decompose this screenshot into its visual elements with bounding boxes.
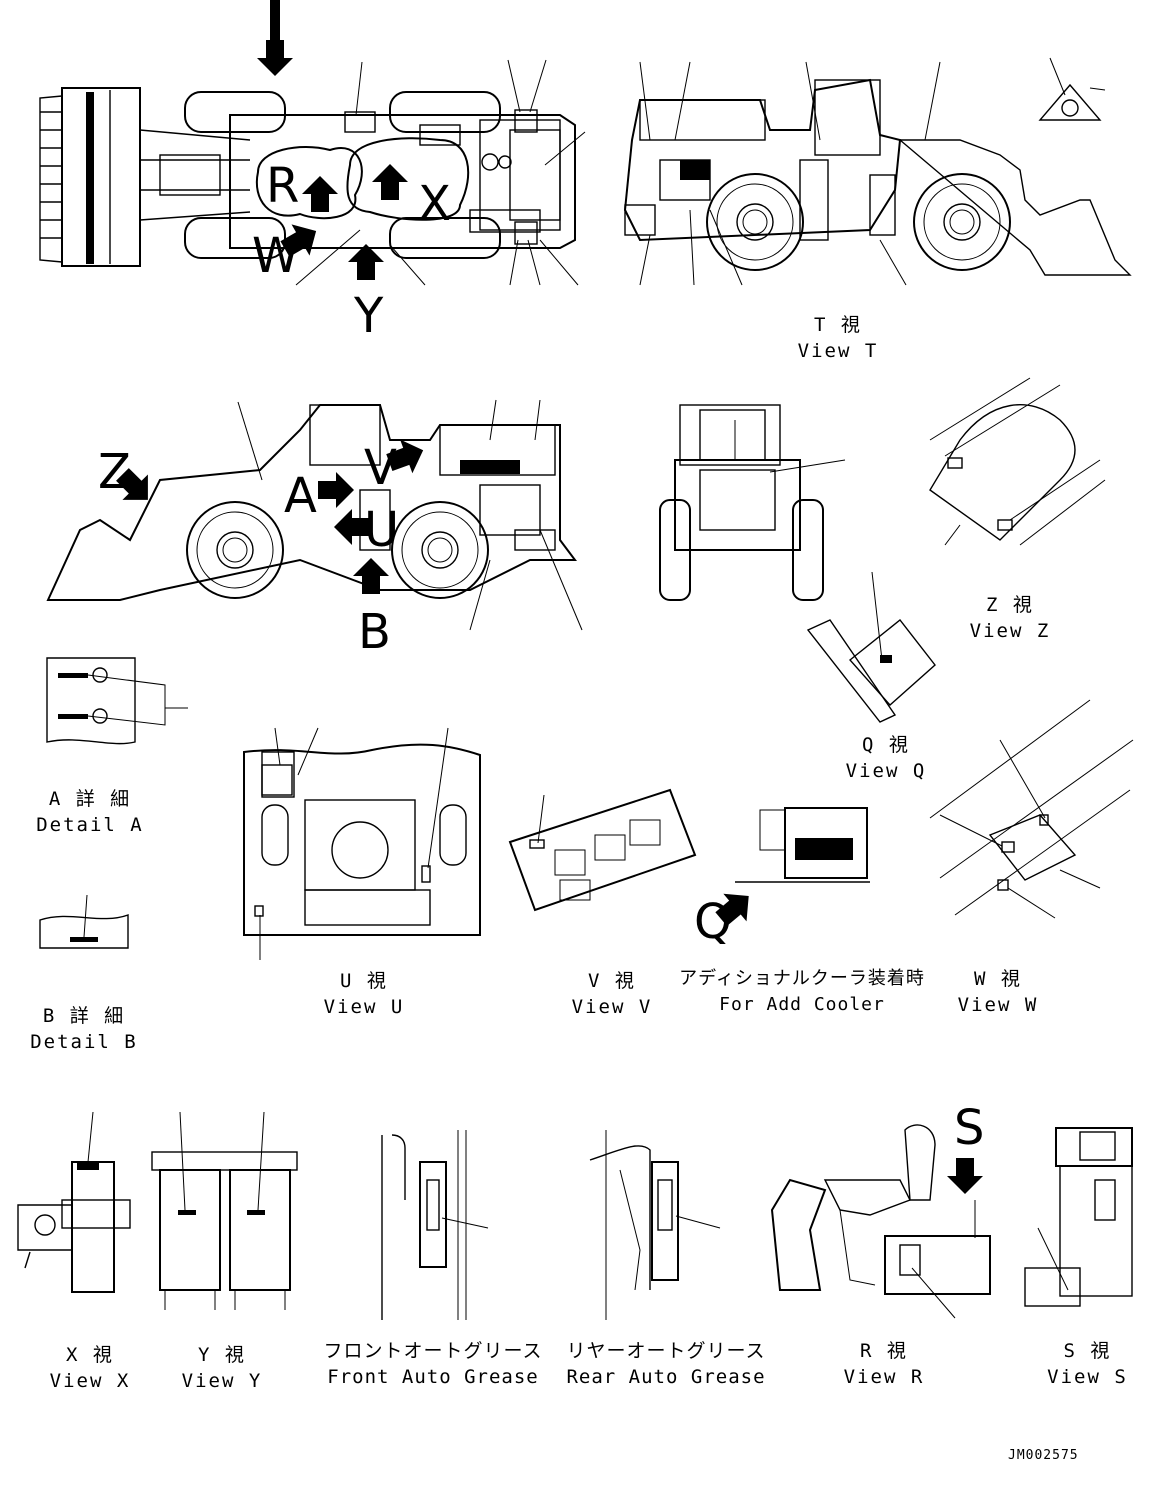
label-v: V bbox=[364, 440, 397, 496]
view-u-drawing bbox=[243, 727, 481, 960]
caption-jp: リヤーオートグリース bbox=[566, 1340, 766, 1362]
caption-en: View X bbox=[49, 1370, 131, 1392]
caption-en: For Add Cooler bbox=[719, 994, 885, 1015]
caption-en: View S bbox=[1047, 1366, 1128, 1388]
arrow-a-icon bbox=[318, 472, 354, 508]
caption-en: View U bbox=[323, 996, 405, 1018]
caption-jp: A 詳 細 bbox=[48, 788, 132, 810]
caption-en: View T bbox=[797, 340, 879, 362]
caption-en: Detail A bbox=[36, 814, 144, 836]
caption-jp: X 視 bbox=[66, 1344, 114, 1366]
caption-en: Front Auto Grease bbox=[327, 1366, 539, 1388]
caption-jp: W 視 bbox=[974, 968, 1022, 990]
caption-detail-a: A 詳 細 Detail A bbox=[30, 786, 150, 838]
caption-detail-b: B 詳 細 Detail B bbox=[24, 1003, 144, 1055]
view-y-drawing bbox=[151, 1111, 298, 1310]
caption-view-u: U 視 View U bbox=[304, 968, 424, 1020]
caption-front-grease: フロントオートグリース Front Auto Grease bbox=[318, 1338, 548, 1390]
label-b: B bbox=[358, 604, 391, 660]
arrow-y-icon bbox=[348, 244, 384, 280]
view-x-drawing bbox=[17, 1111, 131, 1293]
caption-jp: Y 視 bbox=[198, 1344, 246, 1366]
caption-en: View Z bbox=[969, 620, 1051, 642]
arrow-x-icon bbox=[372, 164, 408, 200]
caption-en: Detail B bbox=[30, 1031, 138, 1053]
plan-view-drawing bbox=[39, 0, 586, 286]
caption-jp: U 視 bbox=[340, 970, 388, 992]
front-grease-drawing bbox=[381, 1130, 489, 1320]
caption-jp: フロントオートグリース bbox=[323, 1340, 543, 1362]
caption-view-r: R 視 View R bbox=[824, 1338, 944, 1390]
caption-jp: V 視 bbox=[588, 970, 636, 992]
caption-view-y: Y 視 View Y bbox=[162, 1342, 282, 1394]
caption-jp: アディショナルクーラ装着時 bbox=[679, 968, 925, 989]
rear-grease-drawing bbox=[589, 1130, 721, 1320]
caption-jp: S 視 bbox=[1063, 1340, 1112, 1362]
caption-jp: R 視 bbox=[860, 1340, 908, 1362]
add-cooler-drawing bbox=[709, 807, 870, 933]
label-z: Z bbox=[98, 444, 131, 500]
caption-jp: T 視 bbox=[814, 314, 862, 336]
label-y: Y bbox=[354, 288, 384, 344]
caption-view-x: X 視 View X bbox=[30, 1342, 150, 1394]
drawing-code: JM002575 bbox=[1008, 1448, 1079, 1463]
caption-en: Rear Auto Grease bbox=[566, 1366, 766, 1388]
caption-jp: Q 視 bbox=[862, 734, 910, 756]
rear-view-drawing bbox=[659, 404, 846, 601]
arrow-b-icon bbox=[353, 558, 389, 594]
arrow-s-icon bbox=[947, 1158, 983, 1194]
label-q: Q bbox=[694, 894, 732, 950]
view-s-drawing bbox=[1024, 1127, 1133, 1307]
label-u: U bbox=[364, 502, 400, 558]
caption-rear-grease: リヤーオートグリース Rear Auto Grease bbox=[556, 1338, 776, 1390]
caption-view-w: W 視 View W bbox=[938, 966, 1058, 1018]
arrow-t-icon bbox=[257, 40, 293, 76]
detail-a-drawing bbox=[46, 657, 188, 745]
label-s: S bbox=[954, 1100, 985, 1156]
caption-en: View R bbox=[843, 1366, 925, 1388]
view-z-drawing bbox=[929, 377, 1106, 546]
arrow-r-icon bbox=[302, 176, 338, 212]
caption-en: View Y bbox=[181, 1370, 263, 1392]
caption-view-s: S 視 View S bbox=[1030, 1338, 1145, 1390]
label-a: A bbox=[284, 468, 317, 524]
caption-en: View W bbox=[957, 994, 1039, 1016]
caption-view-q: Q 視 View Q bbox=[826, 732, 946, 784]
label-r: R bbox=[266, 158, 300, 214]
view-v-drawing bbox=[508, 788, 697, 912]
caption-add-cooler: アディショナルクーラ装着時 For Add Cooler bbox=[672, 966, 932, 1018]
detail-b-drawing bbox=[39, 894, 129, 949]
caption-en: View Q bbox=[845, 760, 927, 782]
view-t-drawing bbox=[623, 57, 1132, 286]
caption-view-t: T 視 View T bbox=[778, 312, 898, 364]
label-t: T bbox=[262, 0, 292, 42]
caption-view-z: Z 視 View Z bbox=[950, 592, 1070, 644]
label-w: W bbox=[252, 228, 300, 284]
small-decal-icon bbox=[1038, 57, 1106, 121]
view-q-drawing bbox=[806, 571, 936, 723]
caption-view-v: V 視 View V bbox=[552, 968, 672, 1020]
caption-jp: Z 視 bbox=[986, 594, 1034, 616]
view-r-drawing bbox=[770, 1124, 991, 1319]
left-side-view-drawing bbox=[46, 399, 583, 631]
label-x: X bbox=[418, 176, 451, 232]
caption-jp: B 詳 細 bbox=[42, 1005, 126, 1027]
view-w-drawing bbox=[929, 699, 1134, 919]
caption-en: View V bbox=[571, 996, 653, 1018]
